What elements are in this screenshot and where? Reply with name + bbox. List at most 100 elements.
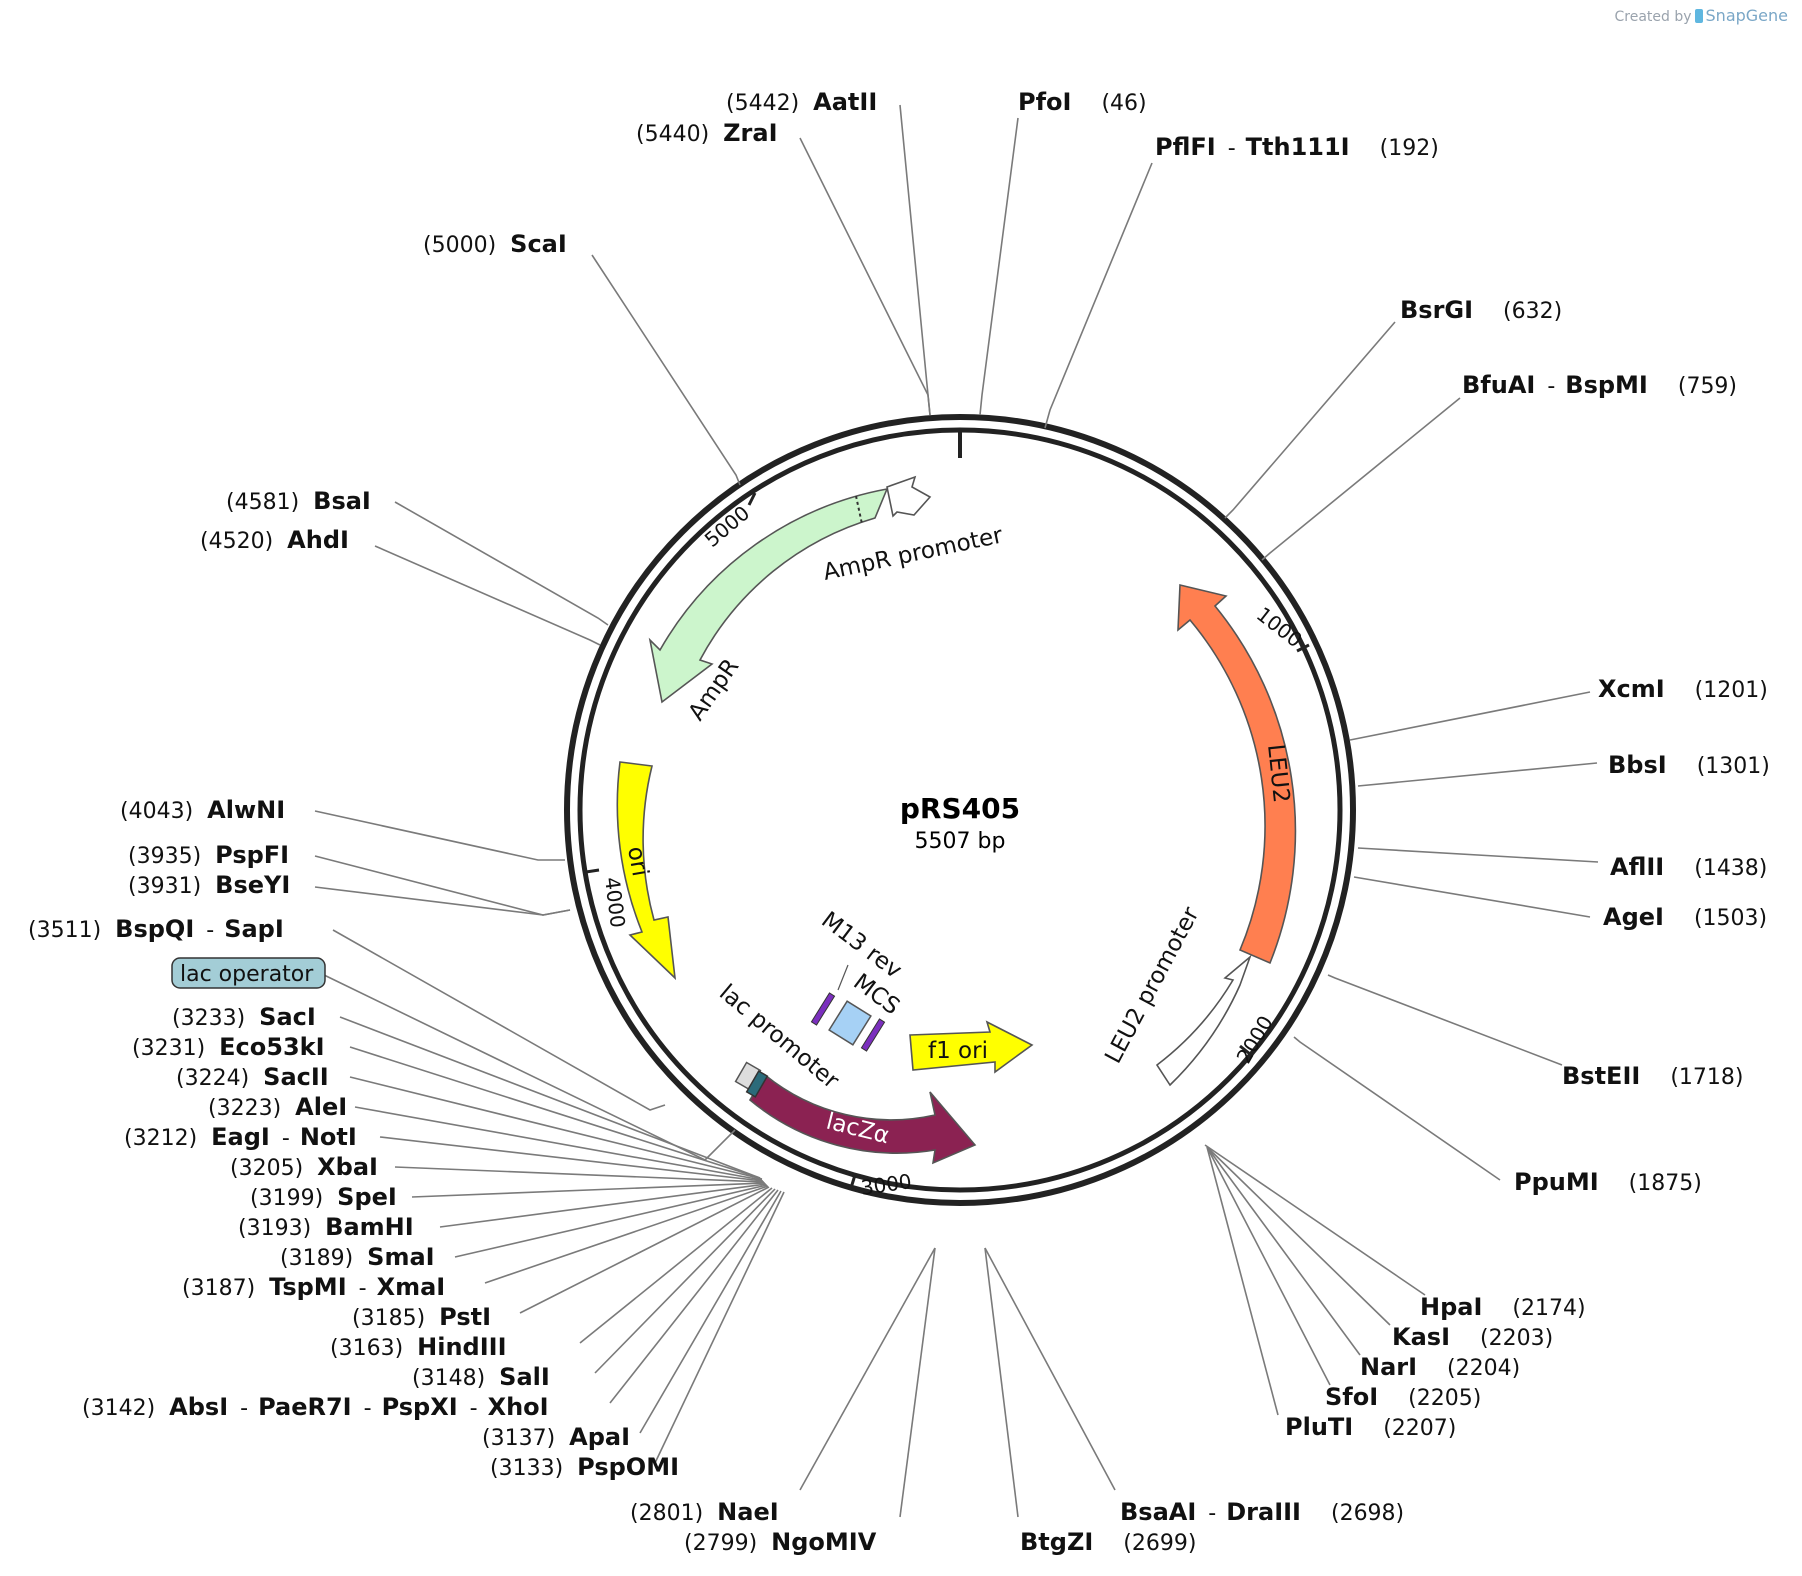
enzyme-name: NgoMIV bbox=[771, 1528, 877, 1556]
lacza-arrow bbox=[748, 1073, 977, 1165]
site-position: (3133) bbox=[490, 1456, 563, 1481]
plasmid-length: 5507 bp bbox=[915, 829, 1006, 854]
enzyme-name: PflFI bbox=[1155, 133, 1216, 161]
site-position: (2203) bbox=[1480, 1326, 1553, 1351]
enzyme-separator: - bbox=[359, 1276, 367, 1301]
enzyme-name: BsaI bbox=[313, 487, 371, 515]
enzyme-name: AleI bbox=[295, 1093, 347, 1121]
site-label: BsaAI-DraIII(2698) bbox=[1120, 1498, 1404, 1526]
enzyme-name: SalI bbox=[499, 1363, 550, 1391]
enzyme-name: PspFI bbox=[215, 841, 289, 869]
site-position: (2699) bbox=[1123, 1531, 1196, 1556]
enzyme-name: SmaI bbox=[367, 1243, 434, 1271]
site-position: (1301) bbox=[1697, 754, 1770, 779]
enzyme-name: SapI bbox=[224, 915, 284, 943]
site-position: (3205) bbox=[230, 1156, 303, 1181]
lac-operator-badge: lac operator bbox=[171, 957, 326, 989]
site-label: (2801)NaeI bbox=[630, 1498, 779, 1526]
enzyme-name: BfuAI bbox=[1462, 371, 1535, 399]
amp-promoter-arrow bbox=[886, 475, 932, 518]
site-position: (632) bbox=[1503, 299, 1562, 324]
enzyme-name: PpuMI bbox=[1514, 1168, 1599, 1196]
site-position: (2204) bbox=[1447, 1356, 1520, 1381]
site-position: (3223) bbox=[208, 1096, 281, 1121]
enzyme-name: SfoI bbox=[1325, 1383, 1378, 1411]
enzyme-separator: - bbox=[1208, 1501, 1216, 1526]
cut-site-labels: (5442)AatII(5440)ZraIPfoI(46)PflFI-Tth11… bbox=[28, 88, 1770, 1556]
site-label: (3193)BamHI bbox=[238, 1213, 414, 1241]
site-label: (3133)PspOMI bbox=[490, 1453, 679, 1481]
site-position: (3185) bbox=[352, 1306, 425, 1331]
enzyme-separator: - bbox=[1228, 136, 1236, 161]
enzyme-name: AbsI bbox=[169, 1393, 228, 1421]
feature-label-f1-ori: f1 ori bbox=[928, 1038, 988, 1064]
site-position: (3233) bbox=[172, 1006, 245, 1031]
site-position: (5442) bbox=[726, 91, 799, 116]
site-position: (1201) bbox=[1695, 678, 1768, 703]
enzyme-name: XmaI bbox=[377, 1273, 446, 1301]
site-position: (1875) bbox=[1629, 1171, 1702, 1196]
site-label: (3199)SpeI bbox=[250, 1183, 397, 1211]
site-label: (2799) NgoMIV bbox=[684, 1528, 877, 1556]
tick-label-4000: 4000 bbox=[600, 876, 630, 929]
enzyme-name: AflII bbox=[1610, 853, 1664, 881]
enzyme-name: BspQI bbox=[115, 915, 194, 943]
m13-rev-right-primer bbox=[860, 1018, 886, 1052]
site-position: (3163) bbox=[330, 1336, 403, 1361]
site-label: PluTI(2207) bbox=[1285, 1413, 1456, 1441]
site-label: (3148)SalI bbox=[412, 1363, 550, 1391]
feature-label-lac-promoter: lac promoter bbox=[714, 980, 844, 1095]
mcs-block bbox=[828, 1000, 872, 1046]
enzyme-name: AlwNI bbox=[207, 796, 285, 824]
enzyme-name: PaeR7I bbox=[258, 1393, 352, 1421]
credit-prefix: Created by bbox=[1614, 9, 1692, 25]
enzyme-name: AatII bbox=[813, 88, 877, 116]
enzyme-name: PfoI bbox=[1018, 88, 1071, 116]
enzyme-separator: - bbox=[1547, 374, 1555, 399]
site-label: (3223) AleI bbox=[208, 1093, 347, 1121]
site-label: BfuAI-BspMI(759) bbox=[1462, 371, 1737, 399]
site-position: (2205) bbox=[1408, 1386, 1481, 1411]
enzyme-name: BbsI bbox=[1608, 751, 1667, 779]
plasmid-center: pRS405 5507 bp bbox=[900, 792, 1020, 854]
enzyme-name: NotI bbox=[300, 1123, 357, 1151]
snapgene-credit: Created by SnapGene bbox=[1614, 6, 1788, 25]
site-position: (4520) bbox=[200, 529, 273, 554]
enzyme-name: HpaI bbox=[1420, 1293, 1482, 1321]
site-label: NarI(2204) bbox=[1360, 1353, 1520, 1381]
enzyme-name: EagI bbox=[211, 1123, 270, 1151]
site-position: (5000) bbox=[423, 233, 496, 258]
m13-rev-left-primer bbox=[810, 992, 836, 1026]
site-position: (3511) bbox=[28, 918, 101, 943]
site-label: XcmI(1201) bbox=[1598, 675, 1768, 703]
backbone bbox=[564, 414, 1356, 1206]
enzyme-separator: - bbox=[470, 1396, 478, 1421]
f1-ori-arrow bbox=[909, 1020, 1034, 1074]
site-position: (2801) bbox=[630, 1501, 703, 1526]
feature-label-amp-promoter: AmpR promoter bbox=[821, 522, 1006, 586]
credit-brand: SnapGene bbox=[1705, 6, 1788, 25]
site-position: (3142) bbox=[82, 1396, 155, 1421]
enzyme-name: Tth111I bbox=[1246, 133, 1350, 161]
enzyme-name: PspXI bbox=[382, 1393, 458, 1421]
site-label: (5442) AatII bbox=[726, 88, 877, 116]
lac-operator-block bbox=[745, 1070, 769, 1098]
site-position: (3212) bbox=[124, 1126, 197, 1151]
enzyme-name: AgeI bbox=[1603, 903, 1664, 931]
site-label: SfoI (2205) bbox=[1325, 1383, 1481, 1411]
lac-operator-label: lac operator bbox=[180, 962, 314, 987]
site-label: (3205)XbaI bbox=[230, 1153, 378, 1181]
site-label: KasI(2203) bbox=[1392, 1323, 1553, 1351]
enzyme-name: SacI bbox=[259, 1003, 316, 1031]
site-position: (2799) bbox=[684, 1531, 757, 1556]
site-label: (3137)ApaI bbox=[482, 1423, 630, 1451]
site-label: (3187)TspMI-XmaI bbox=[182, 1273, 445, 1301]
enzyme-name: PluTI bbox=[1285, 1413, 1353, 1441]
site-label: (3931)BseYI bbox=[128, 871, 290, 899]
enzyme-name: SacII bbox=[263, 1063, 329, 1091]
cut-site-leaders bbox=[314, 104, 1599, 1518]
site-position: (3224) bbox=[176, 1066, 249, 1091]
enzyme-name: SpeI bbox=[337, 1183, 397, 1211]
site-label: (4581)BsaI bbox=[226, 487, 371, 515]
site-label: (3142)AbsI-PaeR7I-PspXI-XhoI bbox=[82, 1393, 549, 1421]
